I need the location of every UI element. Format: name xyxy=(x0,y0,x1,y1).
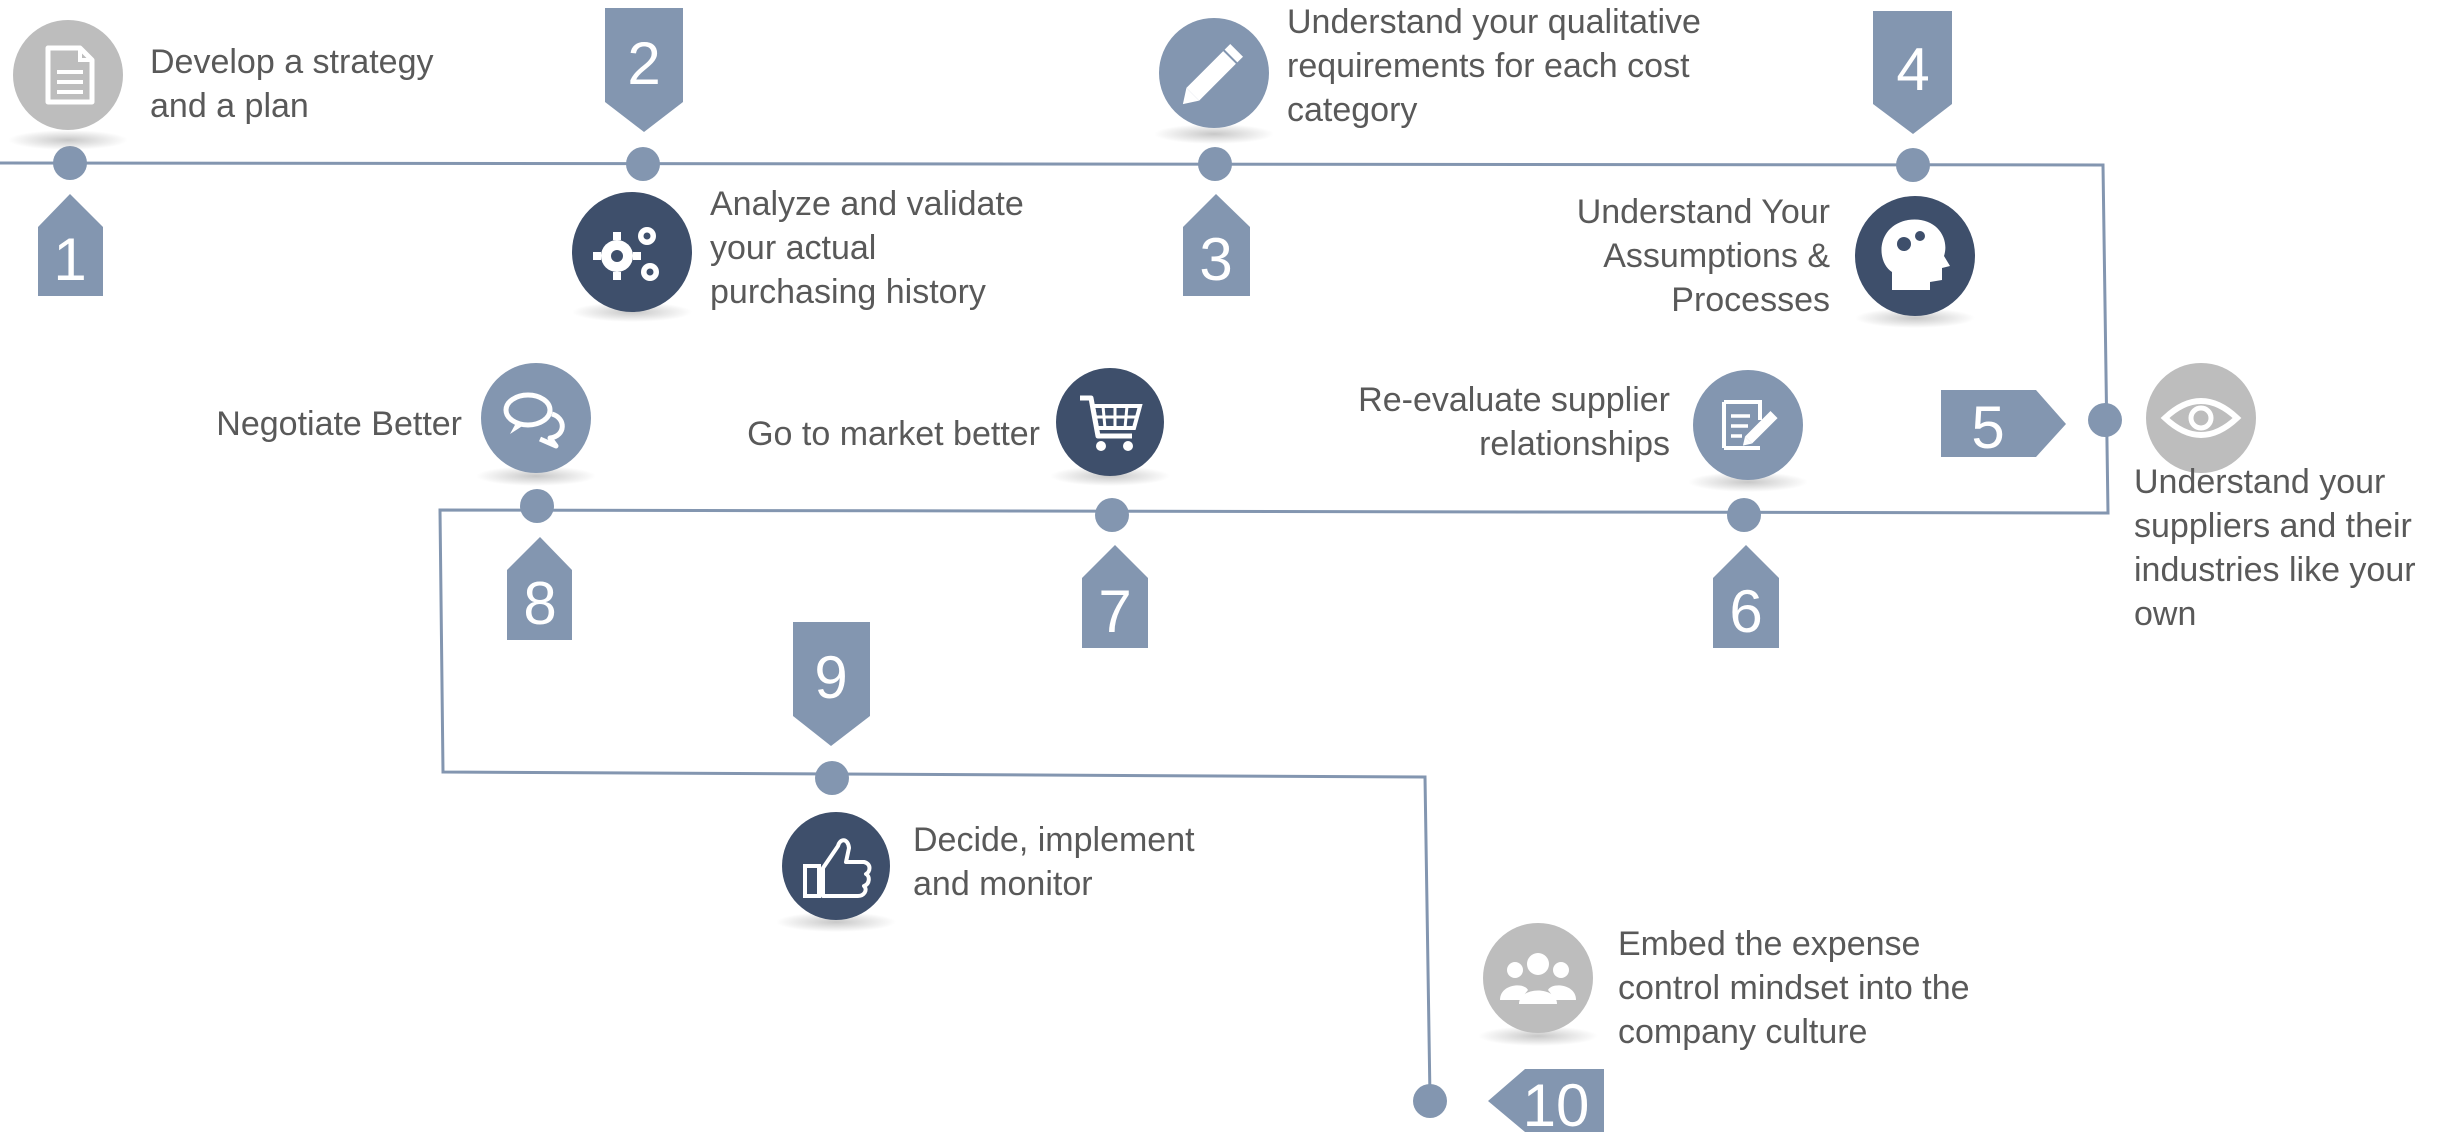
step-8-label: Negotiate Better xyxy=(62,402,462,446)
step-4-label-line: Assumptions & xyxy=(1603,237,1830,275)
head-gears-icon xyxy=(1855,196,1975,316)
step-5-label-line: own xyxy=(2134,595,2197,633)
marker-5-number: 5 xyxy=(1971,394,2004,461)
marker-5 xyxy=(1941,390,2066,457)
step-4-label: Understand Your Assumptions & Processes xyxy=(1430,190,1830,322)
step-6-label: Re-evaluate supplier relationships xyxy=(1270,378,1670,466)
node-dot-4 xyxy=(1896,148,1930,182)
step-3-label: Understand your qualitative requirements… xyxy=(1287,0,1701,132)
marker-6-number: 6 xyxy=(1729,578,1762,645)
step-7-label-line: Go to market better xyxy=(747,415,1040,453)
marker-7-number: 7 xyxy=(1098,578,1131,645)
step-2-label-line: Analyze and validate xyxy=(710,185,1024,223)
marker-3 xyxy=(1183,194,1250,296)
step-9-label-line: Decide, implement xyxy=(913,821,1195,859)
step-10-label: Embed the expense control mindset into t… xyxy=(1618,922,1970,1054)
step-10-label-line: control mindset into the xyxy=(1618,969,1970,1007)
marker-4 xyxy=(1873,11,1952,134)
step-2-label-line: your actual xyxy=(710,229,877,267)
marker-1 xyxy=(38,194,103,296)
step-3-label-line: category xyxy=(1287,91,1418,129)
pencil-icon xyxy=(1159,18,1269,128)
step-1-label-line: Develop a strategy xyxy=(150,43,434,81)
thumbs-up-icon xyxy=(782,812,890,920)
step-2-label: Analyze and validate your actual purchas… xyxy=(710,182,1024,314)
step-5-label-line: industries like your xyxy=(2134,551,2416,589)
node-dot-3 xyxy=(1198,147,1232,181)
step-2-label-line: purchasing history xyxy=(710,273,986,311)
shopping-cart-icon xyxy=(1056,368,1164,476)
contract-icon xyxy=(1693,370,1803,480)
marker-3-number: 3 xyxy=(1199,226,1232,293)
step-1-label-line: and a plan xyxy=(150,87,309,125)
step-1-label: Develop a strategy and a plan xyxy=(150,40,434,128)
step-5-label: Understand your suppliers and their indu… xyxy=(2134,460,2416,636)
marker-10-number: 10 xyxy=(1523,1072,1590,1132)
marker-9 xyxy=(793,622,870,746)
step-10-label-line: company culture xyxy=(1618,1013,1868,1051)
marker-8 xyxy=(507,537,572,640)
node-dot-10 xyxy=(1413,1084,1447,1118)
marker-1-number: 1 xyxy=(53,226,86,293)
marker-6 xyxy=(1713,545,1779,648)
step-4-label-line: Understand Your xyxy=(1576,193,1830,231)
step-9-label-line: and monitor xyxy=(913,865,1093,903)
step-3-label-line: Understand your qualitative xyxy=(1287,3,1701,41)
marker-8-number: 8 xyxy=(523,570,556,637)
step-3-label-line: requirements for each cost xyxy=(1287,47,1690,85)
marker-2-number: 2 xyxy=(627,30,660,97)
eye-icon xyxy=(2146,363,2256,473)
step-5-label-line: suppliers and their xyxy=(2134,507,2412,545)
node-dot-5 xyxy=(2088,403,2122,437)
timeline-nodes xyxy=(53,146,2122,1118)
marker-10 xyxy=(1488,1069,1604,1132)
step-6-label-line: Re-evaluate supplier xyxy=(1358,381,1670,419)
icon-shadows xyxy=(8,124,1975,1046)
step-5-label-line: Understand your xyxy=(2134,463,2386,501)
gears-icon xyxy=(572,192,692,312)
step-4-label-line: Processes xyxy=(1671,281,1830,319)
node-dot-2 xyxy=(626,147,660,181)
node-dot-1 xyxy=(53,146,87,180)
node-dot-9 xyxy=(815,761,849,795)
step-8-label-line: Negotiate Better xyxy=(216,405,462,443)
step-6-label-line: relationships xyxy=(1479,425,1670,463)
marker-4-number: 4 xyxy=(1896,36,1929,103)
step-7-label: Go to market better xyxy=(640,412,1040,456)
timeline-path xyxy=(0,161,2110,1099)
marker-7 xyxy=(1082,545,1148,648)
step-9-label: Decide, implement and monitor xyxy=(913,818,1195,906)
node-dot-7 xyxy=(1095,498,1129,532)
node-dot-8 xyxy=(520,489,554,523)
marker-9-number: 9 xyxy=(814,644,847,711)
chat-bubbles-icon xyxy=(481,363,591,473)
number-markers: 1 2 3 4 5 6 7 8 9 10 xyxy=(38,8,2066,1132)
marker-2 xyxy=(605,8,683,132)
document-icon xyxy=(13,20,123,130)
people-group-icon xyxy=(1483,923,1593,1033)
step-10-label-line: Embed the expense xyxy=(1618,925,1921,963)
node-dot-6 xyxy=(1727,498,1761,532)
